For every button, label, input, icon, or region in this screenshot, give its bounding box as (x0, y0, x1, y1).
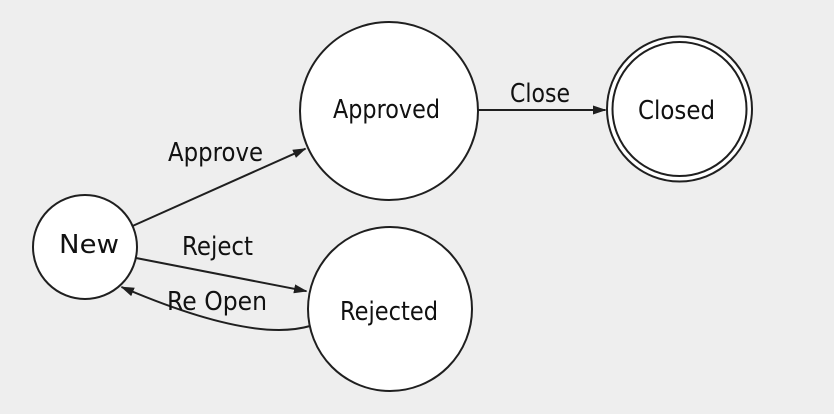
state-circle-new (32, 194, 138, 300)
transition-label-close: Close (510, 79, 570, 109)
transition-label-reopen: Re Open (167, 287, 267, 317)
state-node-closed: Closed (606, 35, 753, 183)
state-node-approved: Approved (299, 21, 479, 201)
transition-labels: Approve Close Reject Re Open (167, 79, 570, 317)
transition-edge-approve (132, 147, 307, 227)
transition-edge-reopen (120, 286, 311, 331)
state-label-new: New (59, 230, 119, 260)
state-circle-approved (299, 21, 479, 201)
state-circle-closed-inner-ring (611, 41, 748, 177)
state-node-new: New (32, 194, 138, 300)
state-label-closed: Closed (638, 96, 715, 126)
transition-edge-reject (135, 257, 308, 294)
state-label-approved: Approved (333, 95, 440, 125)
transition-label-reject: Reject (182, 232, 253, 262)
state-circle-rejected (307, 226, 473, 392)
state-nodes: New Approved Rejected Closed (32, 21, 753, 392)
state-node-rejected: Rejected (307, 226, 473, 392)
transition-edges (120, 105, 607, 331)
state-label-rejected: Rejected (340, 297, 438, 327)
transition-label-approve: Approve (168, 138, 263, 168)
